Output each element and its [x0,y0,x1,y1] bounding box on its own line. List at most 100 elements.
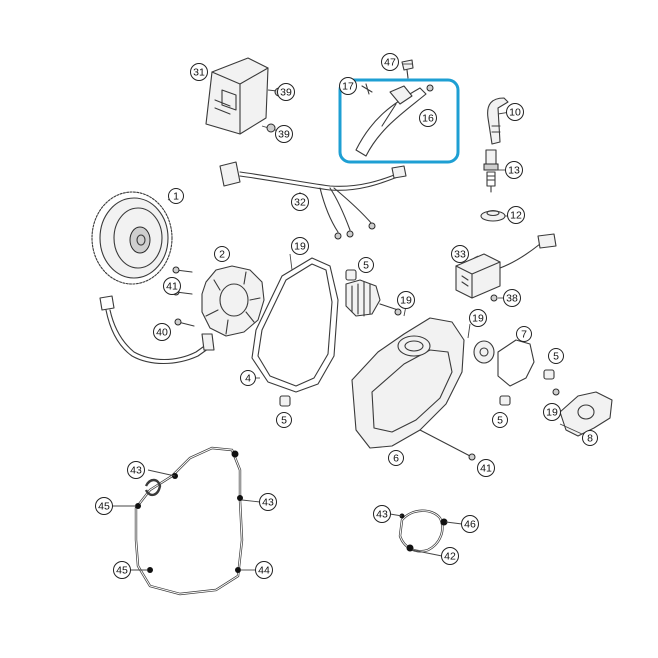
callout-12: 12 [507,206,525,224]
callout-number: 43 [130,465,142,477]
part-4-cover-gasket [251,257,339,393]
callout-circle [163,277,181,295]
callout-circle [240,370,256,386]
small-cover-gasket [398,509,448,553]
callout-number: 12 [510,210,522,222]
callout-number: 5 [553,351,559,363]
callout-19: 19 [397,291,415,309]
callout-circle [461,515,479,533]
callout-5: 5 [548,348,564,364]
callout-circle [582,430,598,446]
callout-number: 39 [278,129,290,141]
callout-38: 38 [503,289,521,307]
callout-number: 5 [281,415,287,427]
callout-circle [373,505,391,523]
callout-circle [291,237,309,255]
part-1-flywheel [91,191,213,364]
callout-number: 46 [464,519,476,531]
callout-45: 45 [95,497,113,515]
callout-17: 17 [339,77,357,95]
callout-39: 39 [277,83,295,101]
callout-circle [277,83,295,101]
callout-circle [507,206,525,224]
part-13-spark-plug [483,149,499,193]
part-8-cover-plate [552,388,613,437]
callout-8: 8 [582,430,598,446]
callout-circle [503,289,521,307]
part-47-screw [401,59,414,79]
callout-number: 40 [156,327,168,339]
callout-circle [168,188,184,204]
part-6-ignition-cover [345,279,476,461]
callout-42: 42 [441,547,459,565]
callout-circle [516,326,532,342]
part-12-plug-seal [480,209,506,222]
callout-number: 10 [509,107,521,119]
callout-4: 4 [240,370,256,386]
callout-number: 8 [587,433,593,445]
callout-19: 19 [543,403,561,421]
callout-number: 6 [393,453,399,465]
callout-circle [95,497,113,515]
part-7-gasket [473,339,535,387]
callout-number: 41 [480,463,492,475]
callout-circle [358,257,374,273]
part-2-stator [201,265,265,351]
callout-circle [548,348,564,364]
leader-lines [112,63,583,571]
callout-41: 41 [163,277,181,295]
callout-43: 43 [373,505,391,523]
part-10-spark-plug-cap [487,97,509,145]
callout-5: 5 [358,257,374,273]
callout-circle [419,109,437,127]
callout-number: 16 [422,113,434,125]
callout-1: 1 [168,188,184,204]
callout-number: 19 [294,241,306,253]
callout-circle [506,103,524,121]
highlight-box [338,78,460,164]
callout-43: 43 [127,461,145,479]
callout-33: 33 [451,245,469,263]
callout-number: 47 [384,57,396,69]
callout-47: 47 [381,53,399,71]
callout-number: 44 [258,565,270,577]
callout-2: 2 [214,246,230,262]
callout-number: 45 [98,501,110,513]
callout-circle [388,450,404,466]
callout-16: 16 [419,109,437,127]
callout-circle [451,245,469,263]
callout-40: 40 [153,323,171,341]
callout-circle [291,193,309,211]
part-5-sleeves [279,269,555,407]
callout-circle [127,461,145,479]
callout-circle [339,77,357,95]
callout-number: 32 [294,197,306,209]
callout-circle [113,561,131,579]
callout-number: 17 [342,81,354,93]
large-crankcase-gasket [134,446,244,596]
callout-circle [275,125,293,143]
callout-circle [255,561,273,579]
callout-19: 19 [469,309,487,327]
callout-44: 44 [255,561,273,579]
callout-5: 5 [492,412,508,428]
callout-number: 41 [166,281,178,293]
callout-6: 6 [388,450,404,466]
callout-number: 39 [280,87,292,99]
callout-7: 7 [516,326,532,342]
callout-number: 42 [444,551,456,563]
callout-number: 33 [454,249,466,261]
callout-circle [543,403,561,421]
part-31-ignition-box [205,57,287,135]
callout-number: 19 [400,295,412,307]
callout-number: 5 [363,260,369,272]
callout-41: 41 [477,459,495,477]
callout-number: 2 [219,249,225,261]
callout-circle [276,412,292,428]
callout-number: 5 [497,415,503,427]
part-17-screw [361,83,373,95]
callout-13: 13 [505,161,523,179]
part-32-wiring-harness [219,161,407,240]
